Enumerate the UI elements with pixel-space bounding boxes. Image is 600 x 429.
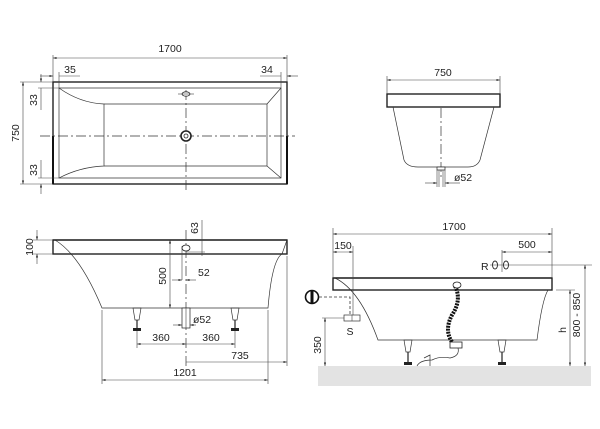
tub-rim-outline <box>52 81 288 185</box>
dim-drain-to-end: 735 <box>231 350 249 362</box>
dim-install-length: 1700 <box>442 221 466 233</box>
overflow-icon <box>181 244 191 252</box>
siphon-label: S <box>346 326 353 338</box>
dim-base-length: 1201 <box>173 367 197 379</box>
end-rim <box>386 93 501 108</box>
dim-side-drain: ø52 <box>193 314 211 326</box>
floor-outline <box>104 103 268 167</box>
tap-label: R <box>481 261 489 273</box>
dim-top-length: 1700 <box>158 43 182 55</box>
dim-height-h: h <box>557 327 569 333</box>
dim-top-rim: 33 <box>28 94 40 106</box>
backrest-curve <box>58 87 105 179</box>
overflow-hose <box>446 285 460 344</box>
dim-total-height: 800 - 850 <box>571 293 583 338</box>
dim-left-rim: 35 <box>64 64 76 76</box>
install-leg-right <box>497 339 507 365</box>
dim-bottom-rim: 33 <box>28 164 40 176</box>
install-basin <box>334 277 549 341</box>
side-basin <box>54 239 288 309</box>
install-leg-left <box>403 339 413 365</box>
top-view: 1700 35 34 750 33 33 <box>10 43 298 194</box>
dim-end-drain: ø52 <box>454 172 472 184</box>
dim-overflow-offset: 63 <box>189 222 201 234</box>
dim-tap-offset: 500 <box>518 239 536 251</box>
dim-leg-left: 360 <box>152 332 170 344</box>
end-view: ø52 750 <box>386 67 501 187</box>
dim-siphon-offset: 150 <box>334 240 352 252</box>
dim-right-rim: 34 <box>261 64 273 76</box>
leg-right <box>230 307 240 331</box>
dim-leg-right: 360 <box>202 332 220 344</box>
floor <box>318 366 591 386</box>
wall-outlet-icon <box>304 289 320 305</box>
side-view: 100 63 500 52 ø52 360 360 735 1201 <box>24 220 288 384</box>
dim-siphon-height: 350 <box>312 336 324 354</box>
dim-end-width: 750 <box>434 67 452 79</box>
end-basin <box>392 106 495 168</box>
drain-icon <box>180 130 192 142</box>
dim-overflow-drain: 52 <box>198 267 210 279</box>
install-rim <box>332 277 553 291</box>
leg-left <box>132 307 142 331</box>
installation-view: 1700 150 500 R S 350 h 800 - 85 <box>304 221 592 386</box>
dim-top-width: 750 <box>10 124 22 142</box>
dim-rim-height: 100 <box>24 238 36 256</box>
dim-depth: 500 <box>157 267 169 285</box>
